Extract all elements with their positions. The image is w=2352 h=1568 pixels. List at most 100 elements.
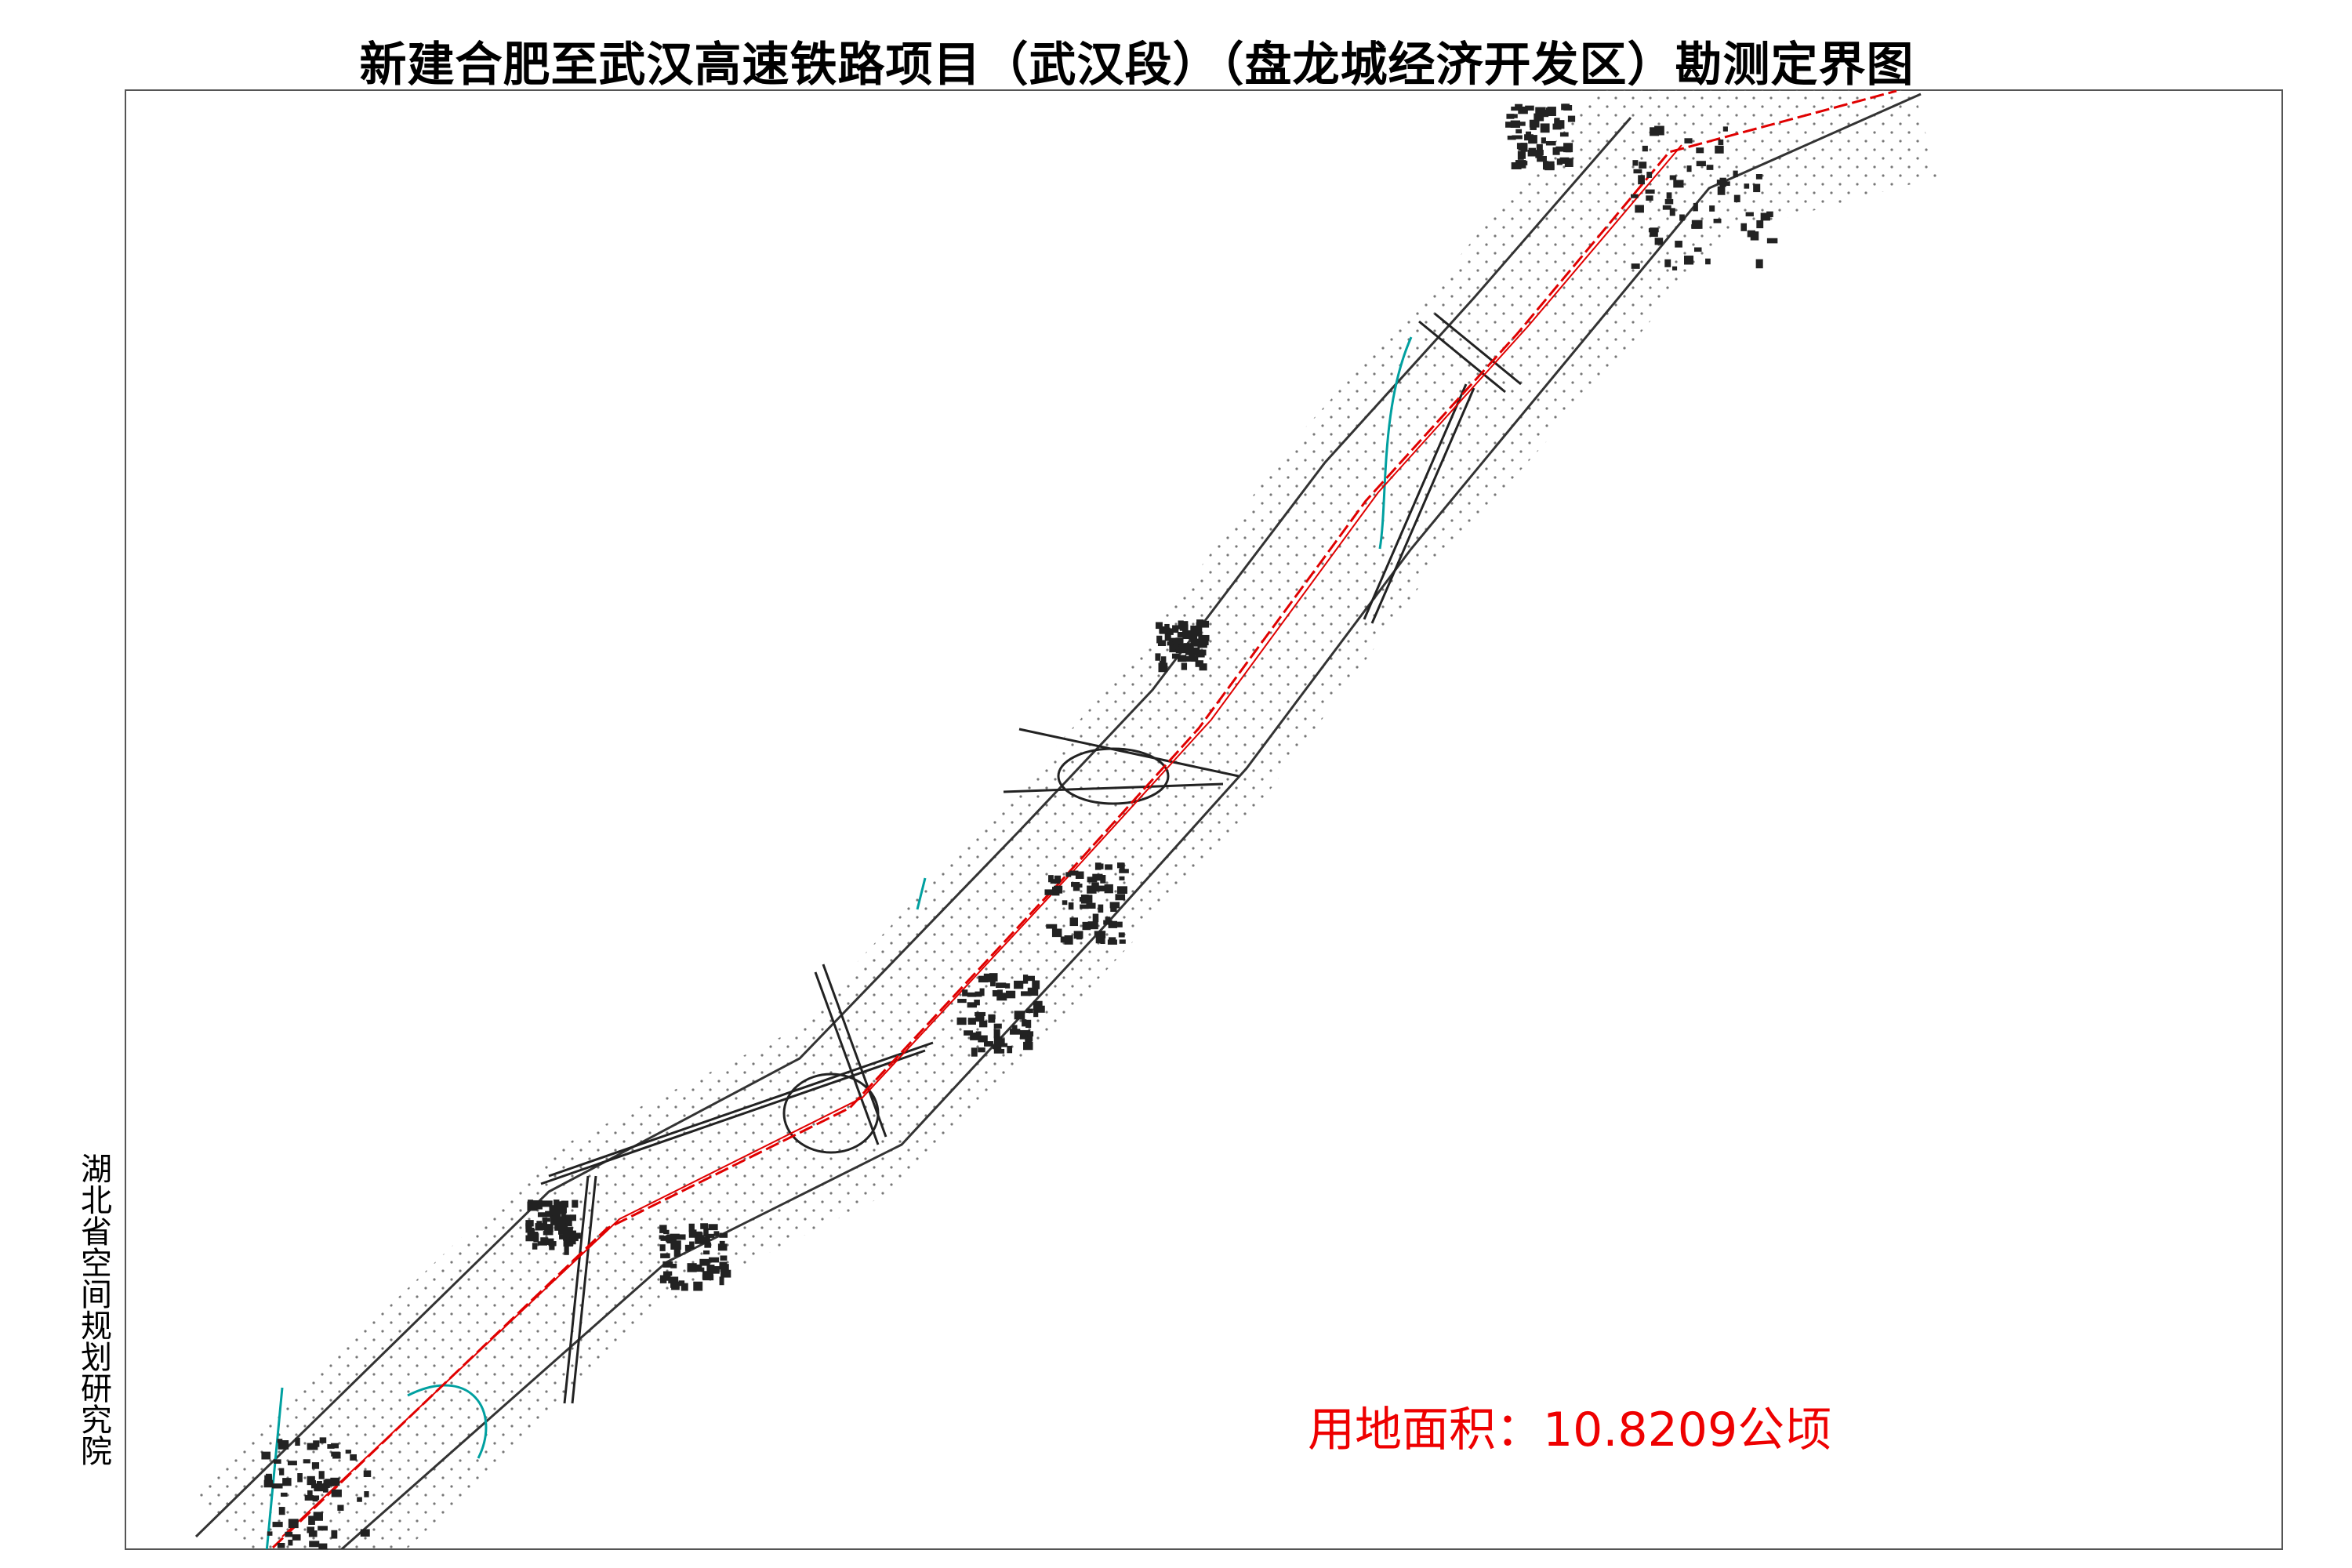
building xyxy=(1646,172,1653,178)
building xyxy=(993,1023,1002,1029)
building xyxy=(360,1529,370,1537)
building xyxy=(1046,924,1058,929)
building xyxy=(957,999,967,1004)
building xyxy=(1753,183,1761,193)
building xyxy=(569,1236,579,1242)
building xyxy=(1087,885,1097,894)
building xyxy=(532,1200,543,1210)
building xyxy=(708,1224,718,1231)
building xyxy=(1199,634,1210,641)
building xyxy=(267,1531,273,1536)
building xyxy=(1027,987,1039,996)
building xyxy=(357,1497,362,1502)
building xyxy=(706,1265,715,1272)
building xyxy=(549,1206,559,1212)
building xyxy=(1116,886,1127,895)
building xyxy=(1181,630,1192,637)
building xyxy=(533,1233,539,1243)
building xyxy=(1158,662,1168,673)
building xyxy=(1745,212,1754,216)
building xyxy=(331,1530,338,1539)
building xyxy=(331,1443,339,1449)
building xyxy=(1091,882,1099,887)
building xyxy=(278,1507,285,1515)
building xyxy=(1650,227,1658,238)
building xyxy=(1073,884,1083,888)
building xyxy=(554,1200,560,1208)
building xyxy=(1662,205,1671,210)
building xyxy=(1195,660,1203,667)
building xyxy=(720,1264,729,1272)
building xyxy=(1669,208,1675,216)
building xyxy=(662,1271,673,1276)
building xyxy=(1563,105,1573,111)
building xyxy=(288,1539,293,1546)
building xyxy=(1515,129,1523,134)
building xyxy=(1717,186,1726,195)
building xyxy=(570,1239,576,1245)
building xyxy=(1119,876,1125,880)
building xyxy=(699,1236,710,1244)
building xyxy=(1069,917,1078,927)
building xyxy=(1110,906,1117,913)
building xyxy=(1507,136,1516,140)
building xyxy=(1156,635,1163,644)
building xyxy=(1004,983,1011,989)
building xyxy=(318,1526,328,1531)
building xyxy=(527,1201,538,1211)
building xyxy=(1095,885,1105,891)
building xyxy=(1009,1029,1021,1035)
building xyxy=(1161,656,1167,663)
building xyxy=(1014,1011,1025,1020)
railway-centerline xyxy=(271,90,1897,1549)
building xyxy=(996,993,1007,1001)
building xyxy=(1100,875,1106,884)
building xyxy=(1521,161,1528,165)
building xyxy=(1559,120,1565,129)
building xyxy=(561,1214,571,1224)
building xyxy=(978,1047,985,1053)
building xyxy=(279,1468,285,1475)
building xyxy=(974,1000,980,1006)
building xyxy=(1564,158,1573,167)
building xyxy=(979,988,985,996)
building xyxy=(1118,932,1125,938)
building xyxy=(1537,150,1544,156)
building xyxy=(993,1036,1003,1046)
building xyxy=(1669,175,1677,180)
building xyxy=(1064,935,1073,945)
building xyxy=(1525,105,1534,111)
building xyxy=(1100,935,1105,945)
building xyxy=(308,1530,318,1537)
building xyxy=(1673,180,1684,188)
building xyxy=(1740,223,1748,231)
building xyxy=(1051,928,1062,938)
building xyxy=(1167,641,1174,646)
building xyxy=(978,1035,988,1043)
building xyxy=(1192,647,1200,656)
building xyxy=(1755,174,1762,180)
building xyxy=(705,1233,715,1238)
building xyxy=(277,1439,283,1443)
building xyxy=(287,1461,297,1466)
land-area-label: 用地面积：10.8209公顷 xyxy=(1308,1403,1832,1457)
building xyxy=(1050,879,1061,884)
building xyxy=(563,1227,573,1236)
building xyxy=(703,1250,710,1255)
building xyxy=(1529,119,1540,128)
building xyxy=(659,1225,667,1233)
building xyxy=(1756,220,1764,229)
building xyxy=(688,1229,697,1238)
building xyxy=(1528,147,1537,157)
building xyxy=(1556,158,1563,165)
building xyxy=(983,973,990,982)
building xyxy=(1080,894,1089,904)
building xyxy=(1547,107,1556,117)
building xyxy=(670,1263,677,1269)
building xyxy=(992,1044,1002,1050)
building xyxy=(1638,175,1645,185)
building xyxy=(1065,872,1072,877)
building xyxy=(572,1232,581,1239)
building xyxy=(1155,653,1161,661)
building xyxy=(1545,140,1556,146)
